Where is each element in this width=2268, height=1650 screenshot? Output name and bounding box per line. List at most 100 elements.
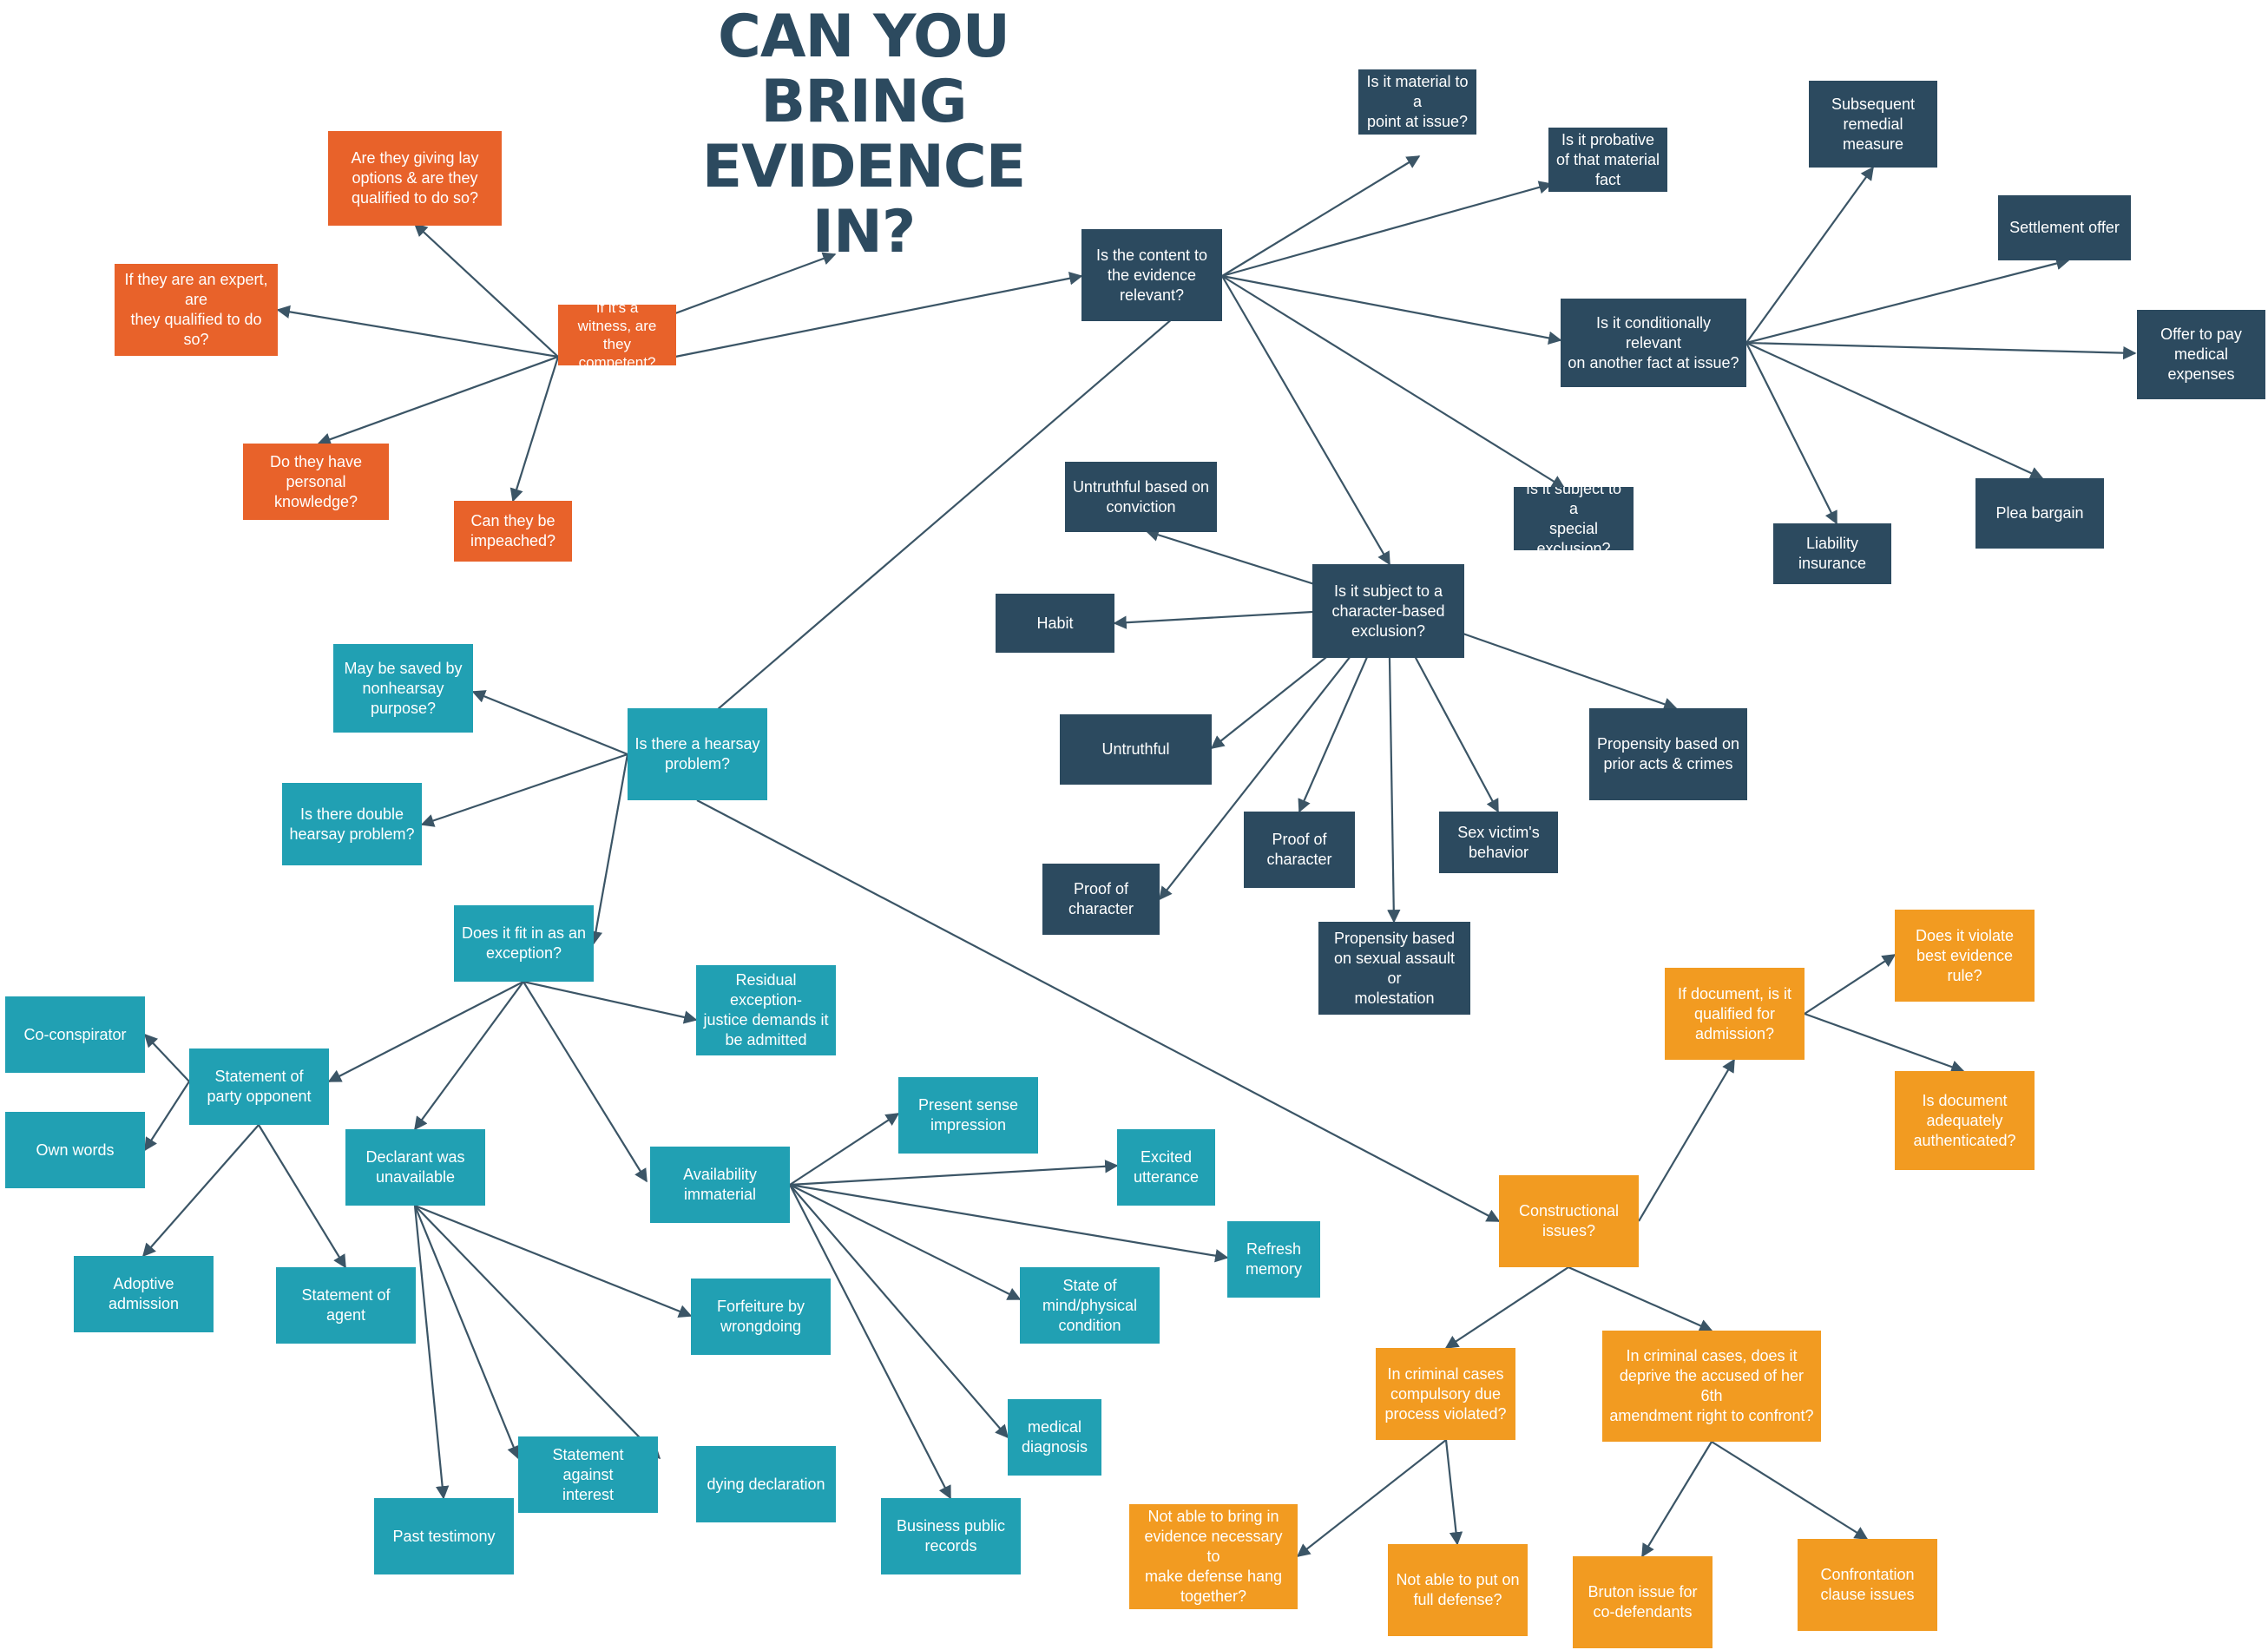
connector-arrow	[413, 1205, 450, 1500]
node-double-hearsay: Is there double hearsay problem?	[282, 783, 422, 865]
node-availability-immaterial: Availability immaterial	[650, 1147, 790, 1223]
node-untruthful: Untruthful	[1060, 714, 1212, 785]
connector-arrow	[413, 222, 559, 358]
node-probative: Is it probative of that material fact	[1548, 128, 1667, 192]
connector-arrow	[1221, 181, 1553, 278]
connector-arrow	[1221, 275, 1390, 566]
connector-arrow	[143, 1033, 190, 1082]
node-liability-insurance: Liability insurance	[1773, 523, 1891, 584]
connector-arrow	[1804, 1012, 1965, 1074]
node-state-of-mind: State of mind/physical condition	[1020, 1267, 1160, 1344]
connector-arrow	[414, 1204, 693, 1318]
connector-arrow	[789, 1160, 1119, 1187]
node-not-able-defense: Not able to put on full defense?	[1388, 1544, 1528, 1636]
node-conditional: Is it conditionally relevant on another …	[1561, 299, 1746, 387]
connector-arrow	[697, 275, 1223, 727]
node-special-exclusion: Is it subject to a special exclusion?	[1514, 487, 1634, 550]
connector-arrow	[1444, 1439, 1463, 1546]
node-offer-medical: Offer to pay medical expenses	[2137, 310, 2265, 399]
node-personal-knowledge: Do they have personal knowledge?	[243, 444, 389, 520]
diagram-title: CAN YOU BRING EVIDENCE IN?	[701, 3, 1027, 266]
connector-arrow	[1221, 155, 1421, 277]
connector-arrow	[1296, 1439, 1447, 1557]
connector-arrow	[588, 753, 629, 945]
connector-arrow	[1568, 1265, 1713, 1332]
connector-arrow	[144, 1081, 190, 1152]
node-propensity-sexual-assault: Propensity based on sexual assault or mo…	[1318, 922, 1470, 1015]
node-past-testimony: Past testimony	[374, 1498, 514, 1574]
node-document-qualified: If document, is it qualified for admissi…	[1665, 968, 1805, 1060]
connector-arrow	[523, 981, 648, 1183]
node-residual-exception: Residual exception- justice demands it b…	[696, 965, 836, 1055]
node-subsequent-remedial: Subsequent remedial measure	[1809, 81, 1937, 168]
node-confront-right: In criminal cases, does it deprive the a…	[1602, 1331, 1821, 1442]
connector-arrow	[1745, 341, 2137, 360]
connector-arrow	[414, 981, 524, 1131]
node-present-sense: Present sense impression	[898, 1077, 1038, 1154]
node-witness-competent: If it's a witness, are they competent?	[558, 305, 676, 365]
connector-arrow	[789, 1183, 1229, 1263]
connector-arrow	[674, 272, 1083, 358]
connector-arrow	[523, 980, 698, 1024]
connector-arrow	[1711, 1441, 1869, 1540]
connector-arrow	[1641, 1441, 1713, 1558]
node-statement-against-interest: Statement against interest	[518, 1436, 658, 1513]
node-propensity-prior-acts: Propensity based on prior acts & crimes	[1589, 708, 1747, 800]
node-hearsay-problem: Is there a hearsay problem?	[628, 708, 767, 800]
node-compulsory-process: In criminal cases compulsory due process…	[1376, 1348, 1515, 1440]
connector-arrow	[1804, 954, 1897, 1015]
node-statement-of-agent: Statement of agent	[276, 1267, 416, 1344]
connector-arrow	[789, 1184, 951, 1500]
node-authenticated: Is document adequately authenticated?	[1895, 1071, 2035, 1170]
node-best-evidence: Does it violate best evidence rule?	[1895, 910, 2035, 1002]
connector-arrow	[414, 1205, 661, 1460]
node-relevant: Is the content to the evidence relevant?	[1081, 229, 1222, 321]
connector-arrow	[1745, 342, 1837, 525]
connector-arrow	[276, 305, 559, 358]
connector-arrow	[1638, 1058, 1735, 1222]
connector-arrow	[1745, 166, 1874, 344]
node-character-exclusion: Is it subject to a character-based exclu…	[1312, 564, 1464, 658]
node-constructional-issues: Constructional issues?	[1499, 1175, 1639, 1267]
node-dying-declaration: dying declaration	[696, 1446, 836, 1522]
node-business-records: Business public records	[881, 1498, 1021, 1574]
node-bruton-issue: Bruton issue for co-defendants	[1573, 1556, 1713, 1648]
node-exception: Does it fit in as an exception?	[454, 905, 594, 982]
node-nonhearsay-purpose: May be saved by nonhearsay purpose?	[333, 644, 473, 733]
connector-arrow	[1221, 274, 1562, 345]
connector-arrow	[1444, 1266, 1569, 1349]
connector-arrow	[789, 1184, 1009, 1439]
connector-arrow	[1387, 607, 1401, 924]
node-plea-bargain: Plea bargain	[1975, 478, 2104, 549]
node-adoptive-admission: Adoptive admission	[74, 1256, 214, 1332]
node-sex-victim-behavior: Sex victim's behavior	[1439, 812, 1558, 873]
connector-arrow	[1221, 275, 1566, 489]
connector-arrow	[789, 1184, 1022, 1300]
node-untruthful-conviction: Untruthful based on conviction	[1065, 462, 1217, 532]
connector-arrow	[696, 799, 1501, 1222]
node-refresh-memory: Refresh memory	[1227, 1221, 1320, 1298]
node-material: Is it material to a point at issue?	[1358, 69, 1476, 135]
connector-arrow	[420, 753, 628, 827]
connector-arrow	[789, 1113, 900, 1186]
connector-arrow	[509, 356, 560, 503]
node-settlement-offer: Settlement offer	[1998, 195, 2131, 260]
connector-arrow	[327, 981, 524, 1082]
node-forfeiture: Forfeiture by wrongdoing	[691, 1279, 831, 1355]
connector-arrow	[1745, 341, 2044, 480]
node-medical-diagnosis: medical diagnosis	[1008, 1399, 1101, 1476]
node-impeached: Can they be impeached?	[454, 501, 572, 562]
connector-arrow	[1745, 256, 2070, 345]
node-party-opponent: Statement of party opponent	[189, 1049, 329, 1125]
connector-arrow	[413, 1205, 520, 1460]
node-co-conspirator: Co-conspirator	[5, 996, 145, 1073]
node-proof-of-character: Proof of character	[1042, 864, 1160, 935]
connector-arrow	[258, 1124, 346, 1269]
connector-arrow	[471, 690, 628, 756]
node-expert-qualified: If they are an expert, are they qualifie…	[115, 264, 278, 356]
node-lay-options: Are they giving lay options & are they q…	[328, 131, 502, 226]
node-habit: Habit	[996, 594, 1114, 653]
node-proof-of-character: Proof of character	[1244, 812, 1355, 888]
node-confrontation-clause: Confrontation clause issues	[1798, 1539, 1937, 1631]
node-excited-utterance: Excited utterance	[1117, 1129, 1215, 1206]
